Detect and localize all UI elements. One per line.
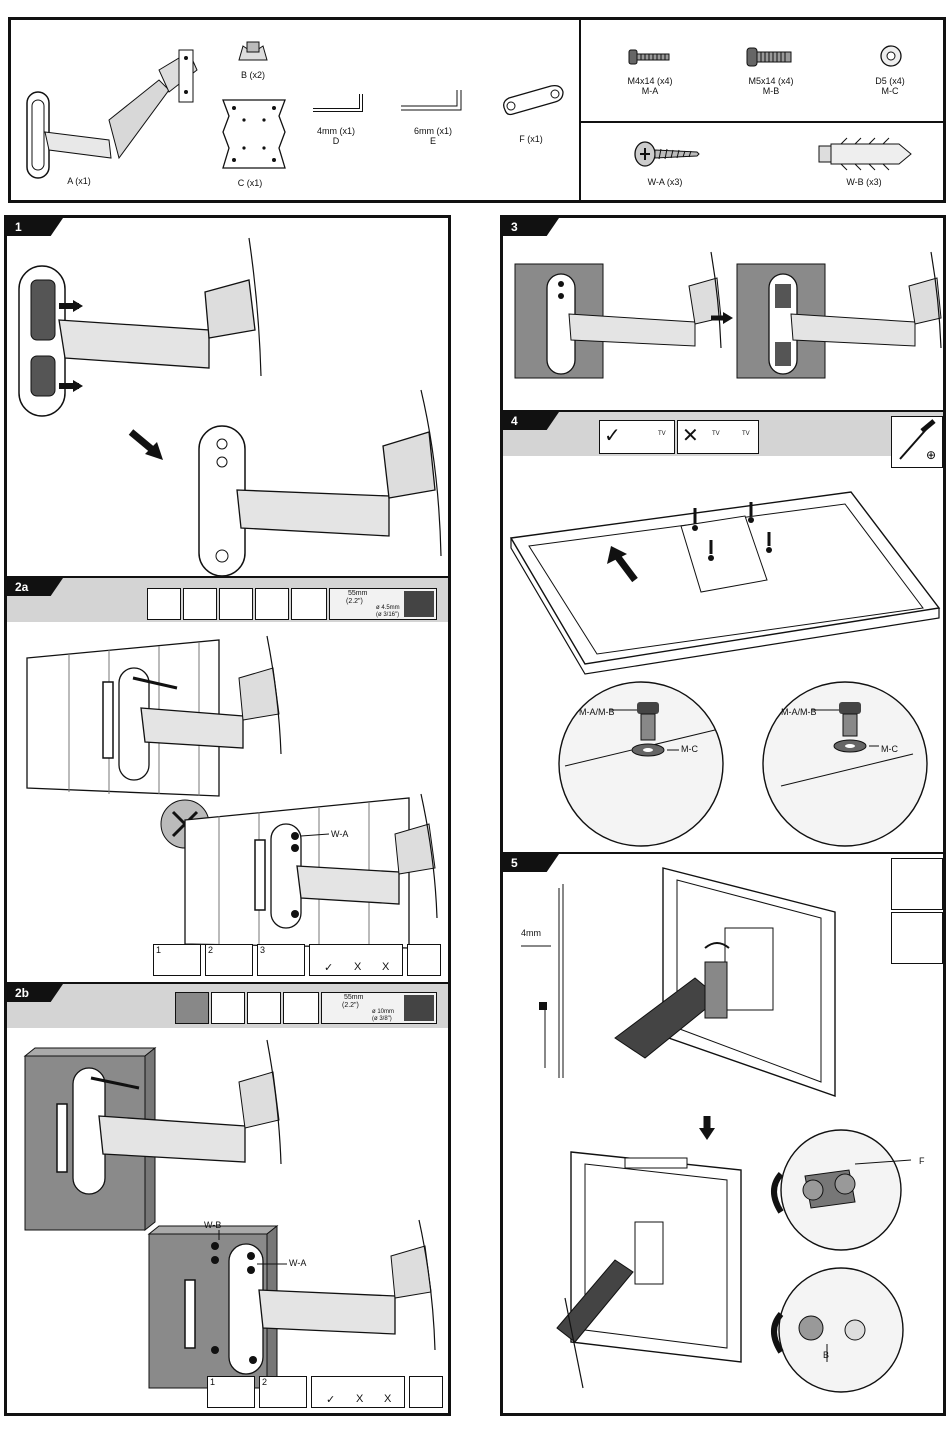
fit-check-2a: ✓ (324, 961, 333, 974)
callout-b: B (823, 1350, 829, 1360)
callout-f: F (919, 1156, 925, 1166)
tool-level-icon-2 (211, 992, 245, 1024)
step-2b-drill-reverse-icon (409, 1376, 443, 1408)
part-c-label: C (x1) (230, 178, 270, 188)
step-2b-illustration (9, 1034, 449, 1394)
drill-depth-diagram-2b: 55mm (2.2") ø 10mm (ø 3/8") (321, 992, 437, 1024)
anchor-wb-icon (815, 136, 915, 170)
screwdriver-icon: ⊕ (891, 416, 943, 468)
incorrect-mark: ✕ (682, 423, 699, 448)
step-2a-drill-reverse-icon (407, 944, 441, 976)
screw-ma-icon (627, 48, 673, 66)
step-2a-fit-check-icon: ✓ X X (309, 944, 403, 976)
tool-drill-icon-2 (283, 992, 319, 1024)
callout-mamb-left: M-A/M-B (579, 707, 615, 717)
step-3-tab: 3 (503, 218, 559, 236)
tool-level-icon (219, 588, 253, 620)
step-2a-seq-1-icon: 1 (153, 944, 201, 976)
screw-wa-icon (633, 140, 703, 168)
tool-drill-icon (291, 588, 327, 620)
washer-mc-label: M-C (865, 86, 915, 96)
screw-mb-size: M5x14 (x4) (743, 76, 799, 86)
step-4-illustration (505, 468, 945, 868)
tool-pencil-icon-2 (247, 992, 281, 1024)
callout-mc-left: M-C (681, 744, 698, 754)
parts-divider (579, 20, 581, 200)
step-2a-seq-3-icon: 3 (257, 944, 305, 976)
right-steps-panel: 3 4 ✓ TV ✕ TV TV ⊕ (500, 215, 946, 1416)
parts-divider-h (579, 121, 943, 123)
part-e-hex-key-drawing (399, 86, 469, 120)
part-d-label: D (311, 136, 361, 146)
tool-concrete-wall-icon (175, 992, 209, 1024)
drill-depth-2b-in: (2.2") (342, 1002, 359, 1009)
step-5-illustration (505, 868, 945, 1408)
washer-mc-icon (879, 44, 903, 68)
tool-pencil-icon (255, 588, 289, 620)
part-b-label: B (x2) (233, 70, 273, 80)
drill-bit-2a: ø 4.5mm (376, 605, 400, 611)
part-c-plate-drawing (219, 96, 289, 172)
step-3-illustration (505, 238, 945, 408)
washer-mc-size: D5 (x4) (865, 76, 915, 86)
screw-wa-label: W-A (x3) (638, 177, 692, 187)
correct-washer-order-icon: ✓ TV (599, 420, 675, 454)
screw-mb-icon (745, 46, 795, 68)
callout-mc-right: M-C (881, 744, 898, 754)
step-2a-illustration (9, 628, 449, 958)
fit-cross-2b-2: X (384, 1393, 391, 1405)
part-d-size: 4mm (x1) (311, 126, 361, 136)
drill-bit-graphic-2 (404, 995, 434, 1021)
drill-bit-2b: ø 10mm (372, 1009, 394, 1015)
step-2b-seq-1-icon: 1 (207, 1376, 255, 1408)
fit-check-2b: ✓ (326, 1393, 335, 1406)
tool-stud-finder-icon (183, 588, 217, 620)
screw-ma-label: M-A (623, 86, 677, 96)
part-a-label: A (x1) (59, 176, 99, 186)
callout-wa-2b: W-A (289, 1258, 306, 1268)
screw-mb-label: M-B (743, 86, 799, 96)
drill-depth-2a: 55mm (348, 590, 367, 597)
step-4-divider (503, 852, 943, 854)
incorrect-washer-order-icon: ✕ TV TV (677, 420, 759, 454)
part-e-label: E (408, 136, 458, 146)
part-e-size: 6mm (x1) (408, 126, 458, 136)
part-b-nut-drawing (233, 38, 273, 68)
drill-depth-2b: 55mm (344, 994, 363, 1001)
step-2b-seq-2-icon: 2 (259, 1376, 307, 1408)
anchor-wb-label: W-B (x3) (837, 177, 891, 187)
part-f-wrench-drawing (499, 82, 569, 116)
callout-mamb-right: M-A/M-B (781, 707, 817, 717)
drill-depth-diagram: 55mm (2.2") ø 4.5mm (ø 3/16") (329, 588, 437, 620)
tv-label-2: TV (712, 431, 720, 437)
correct-mark: ✓ (604, 423, 621, 448)
step-2a-seq-2-icon: 2 (205, 944, 253, 976)
tool-wood-wall-icon (147, 588, 181, 620)
parts-panel: A (x1) B (x2) C (x1) 4mm (x1) D 6mm (x1)… (8, 17, 946, 203)
part-d-hex-key-drawing (311, 90, 371, 120)
fit-cross-2a-2: X (382, 961, 389, 973)
tv-label-1: TV (658, 431, 666, 437)
part-a-arm-drawing (19, 40, 219, 180)
left-steps-panel: 1 2a 55mm (2.2") ø 4.5mm (ø 3/16") (4, 215, 451, 1416)
screw-ma-size: M4x14 (x4) (623, 76, 677, 86)
step-2b-fit-check-icon: ✓ X X (311, 1376, 405, 1408)
callout-4mm: 4mm (521, 928, 541, 938)
drill-bit-2a-in: (ø 3/16") (376, 612, 399, 618)
step-1-illustration (9, 226, 449, 576)
callout-wb-2b: W-B (204, 1220, 221, 1230)
drill-depth-2a-in: (2.2") (346, 598, 363, 605)
fit-cross-2b-1: X (356, 1393, 363, 1405)
tv-label-3: TV (742, 431, 750, 437)
drill-bit-2b-in: (ø 3/8") (372, 1016, 392, 1022)
fit-cross-2a-1: X (354, 961, 361, 973)
svg-text:⊕: ⊕ (926, 448, 936, 462)
part-f-label: F (x1) (511, 134, 551, 144)
drill-bit-graphic (404, 591, 434, 617)
callout-wa-2a: W-A (331, 829, 348, 839)
